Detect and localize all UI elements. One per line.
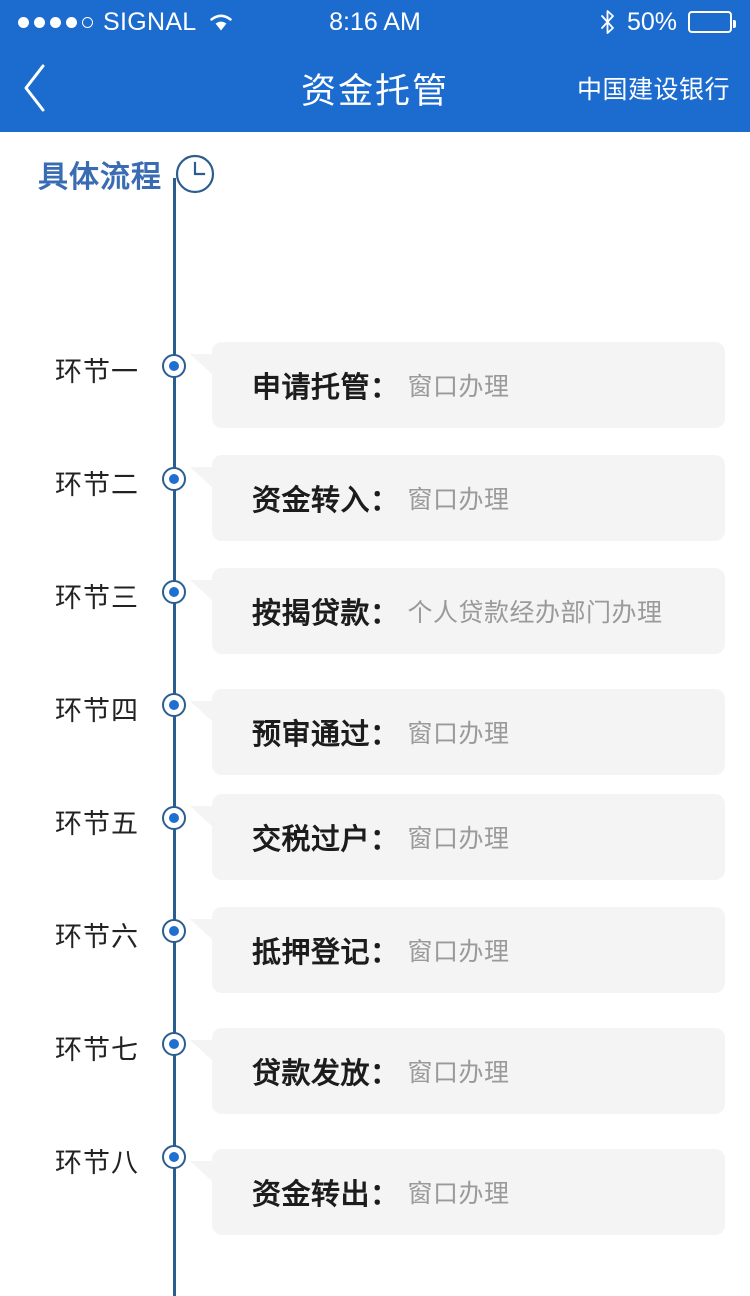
status-bar: SIGNAL 8:16 AM 50% <box>0 0 750 44</box>
step-card[interactable]: 预审通过：窗口办理 <box>190 689 725 775</box>
bluetooth-icon <box>599 9 616 35</box>
page-content: 具体流程 环节一申请托管：窗口办理环节二资金转入：窗口办理环节三按揭贷款：个人贷… <box>0 132 750 1296</box>
step-title: 预审通过： <box>252 719 400 751</box>
timeline-row: 环节四预审通过：窗口办理 <box>0 667 750 780</box>
wifi-icon <box>207 11 235 33</box>
timeline-row: 环节二资金转入：窗口办理 <box>0 441 750 554</box>
timeline-axis-line <box>173 178 176 1296</box>
timeline-node-icon <box>161 353 187 379</box>
stage-label: 环节四 <box>55 696 139 726</box>
step-title: 交税过户： <box>252 824 400 856</box>
back-button[interactable] <box>20 58 70 118</box>
stage-label: 环节五 <box>55 809 139 839</box>
step-card[interactable]: 交税过户：窗口办理 <box>190 794 725 880</box>
timeline-node-icon <box>161 692 187 718</box>
signal-dot-4 <box>66 16 77 28</box>
timeline-row: 环节八资金转出：窗口办理 <box>0 1119 750 1235</box>
timeline-row: 环节六抵押登记：窗口办理 <box>0 893 750 1006</box>
section-title: 具体流程 <box>38 161 162 194</box>
card-tail-pointer <box>190 701 214 723</box>
chevron-left-icon <box>20 62 50 114</box>
step-card[interactable]: 按揭贷款：个人贷款经办部门办理 <box>190 568 725 654</box>
signal-dot-3 <box>50 16 61 28</box>
step-title: 抵押登记： <box>252 937 400 969</box>
step-card[interactable]: 资金转出：窗口办理 <box>190 1149 725 1235</box>
step-description: 窗口办理 <box>407 373 510 401</box>
step-card[interactable]: 抵押登记：窗口办理 <box>190 907 725 993</box>
step-description: 窗口办理 <box>407 1059 510 1087</box>
card-tail-pointer <box>190 354 214 376</box>
timeline-node-icon <box>161 1144 187 1170</box>
card-tail-pointer <box>190 1040 214 1062</box>
battery-icon <box>688 11 736 33</box>
card-tail-pointer <box>190 1161 214 1183</box>
status-bar-right: 50% <box>599 7 736 36</box>
card-tail-pointer <box>190 580 214 602</box>
step-description: 窗口办理 <box>407 825 510 853</box>
stage-label: 环节二 <box>55 470 139 500</box>
timeline-node-icon <box>161 805 187 831</box>
timeline-node-icon <box>161 1031 187 1057</box>
clock-icon <box>174 153 216 195</box>
stage-label: 环节八 <box>55 1148 139 1178</box>
section-header: 具体流程 <box>0 146 216 202</box>
stage-label: 环节一 <box>55 357 139 387</box>
signal-dot-2 <box>34 16 45 28</box>
step-title: 按揭贷款： <box>252 598 400 630</box>
timeline-row: 环节五交税过户：窗口办理 <box>0 780 750 893</box>
signal-dot-1 <box>18 16 29 28</box>
step-card[interactable]: 申请托管：窗口办理 <box>190 342 725 428</box>
card-tail-pointer <box>190 467 214 489</box>
step-description: 窗口办理 <box>407 486 510 514</box>
step-card[interactable]: 资金转入：窗口办理 <box>190 455 725 541</box>
battery-percent-label: 50% <box>626 7 677 36</box>
step-description: 窗口办理 <box>407 720 510 748</box>
signal-strength-dots <box>18 16 93 28</box>
timeline-node-icon <box>161 918 187 944</box>
card-tail-pointer <box>190 919 214 941</box>
step-description: 窗口办理 <box>407 938 510 966</box>
timeline-node-icon <box>161 466 187 492</box>
step-description: 窗口办理 <box>407 1180 510 1208</box>
stage-label: 环节六 <box>55 922 139 952</box>
step-title: 资金转入： <box>252 485 400 517</box>
signal-dot-5 <box>82 16 93 28</box>
timeline-row: 环节三按揭贷款：个人贷款经办部门办理 <box>0 554 750 667</box>
step-card[interactable]: 贷款发放：窗口办理 <box>190 1028 725 1114</box>
navigation-bar: 资金托管 中国建设银行 <box>0 44 750 132</box>
bank-name-label[interactable]: 中国建设银行 <box>576 76 730 104</box>
timeline-row: 环节一申请托管：窗口办理 <box>0 328 750 441</box>
step-title: 贷款发放： <box>252 1058 400 1090</box>
carrier-label: SIGNAL <box>103 7 197 36</box>
status-bar-left: SIGNAL <box>18 7 235 36</box>
step-description: 个人贷款经办部门办理 <box>407 599 663 627</box>
timeline-row: 环节七贷款发放：窗口办理 <box>0 1006 750 1119</box>
step-title: 资金转出： <box>252 1179 400 1211</box>
card-tail-pointer <box>190 806 214 828</box>
stage-label: 环节七 <box>55 1035 139 1065</box>
timeline-node-icon <box>161 579 187 605</box>
step-title: 申请托管： <box>252 372 400 404</box>
stage-label: 环节三 <box>55 583 139 613</box>
